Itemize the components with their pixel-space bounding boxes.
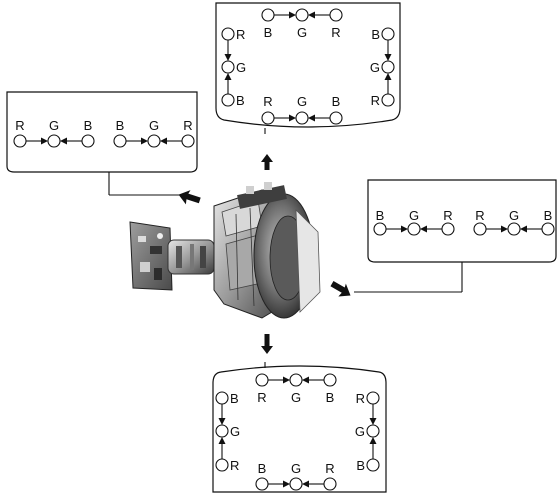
top-panel-left-label-0: R (236, 27, 245, 42)
top-panel-right-label-1: G (370, 60, 380, 75)
bottom-panel-frame (212, 365, 387, 493)
bottom-panel-left-label-1: G (230, 424, 240, 439)
top-panel: B G R R G B R G B B G R (215, 2, 401, 134)
bottom-panel-top-label-2: B (326, 390, 335, 405)
right-panel-g2-label-0: R (475, 208, 484, 223)
left-panel-g1-label-1: G (49, 118, 59, 133)
left-panel-g2-label-0: B (116, 118, 125, 133)
bottom-panel: R G B B G R B G R R G B (212, 362, 387, 493)
right-panel-g1-label-1: G (409, 208, 419, 223)
top-panel-top-label-2: R (331, 25, 340, 40)
top-panel-bottom-label-0: R (263, 94, 272, 109)
bottom-panel-top-label-0: R (257, 390, 266, 405)
top-panel-bottom-label-2: B (332, 94, 341, 109)
top-panel-top-label-0: B (264, 25, 273, 40)
bottom-panel-bottom-label-2: R (325, 461, 334, 476)
left-panel-frame (6, 91, 198, 173)
crt-yoke-assembly-image (129, 182, 321, 319)
right-panel-frame (367, 179, 557, 263)
right-arrow-icon (330, 281, 351, 297)
down-arrow-icon (261, 334, 273, 354)
bottom-panel-left-label-2: R (230, 458, 239, 473)
top-panel-right-label-0: B (371, 27, 380, 42)
bottom-panel-right-label-2: B (356, 458, 365, 473)
left-arrow-icon (178, 190, 201, 205)
left-panel: R G B B G R (6, 91, 198, 196)
right-panel: B G R R G B (354, 179, 557, 293)
left-panel-g2-label-2: R (183, 118, 192, 133)
right-panel-g2-label-1: G (509, 208, 519, 223)
bottom-panel-right-label-0: R (356, 391, 365, 406)
bottom-panel-bottom-label-1: G (291, 461, 301, 476)
left-panel-g2-label-1: G (149, 118, 159, 133)
left-panel-g1-label-2: B (84, 118, 93, 133)
top-panel-frame (215, 2, 401, 128)
top-panel-top-label-1: G (297, 25, 307, 40)
bottom-panel-left-label-0: B (230, 391, 239, 406)
top-panel-left-label-2: B (236, 93, 245, 108)
top-panel-left-label-1: G (236, 60, 246, 75)
right-panel-g1-label-0: B (376, 208, 385, 223)
left-panel-g1-label-0: R (15, 118, 24, 133)
top-panel-right-label-2: R (371, 93, 380, 108)
up-arrow-icon (261, 154, 273, 170)
top-panel-bottom-label-1: G (297, 94, 307, 109)
bottom-panel-top-label-1: G (291, 390, 301, 405)
bottom-panel-bottom-label-0: B (258, 461, 267, 476)
right-panel-g2-label-2: B (544, 208, 553, 223)
right-panel-g1-label-2: R (443, 208, 452, 223)
bottom-panel-right-label-1: G (355, 424, 365, 439)
